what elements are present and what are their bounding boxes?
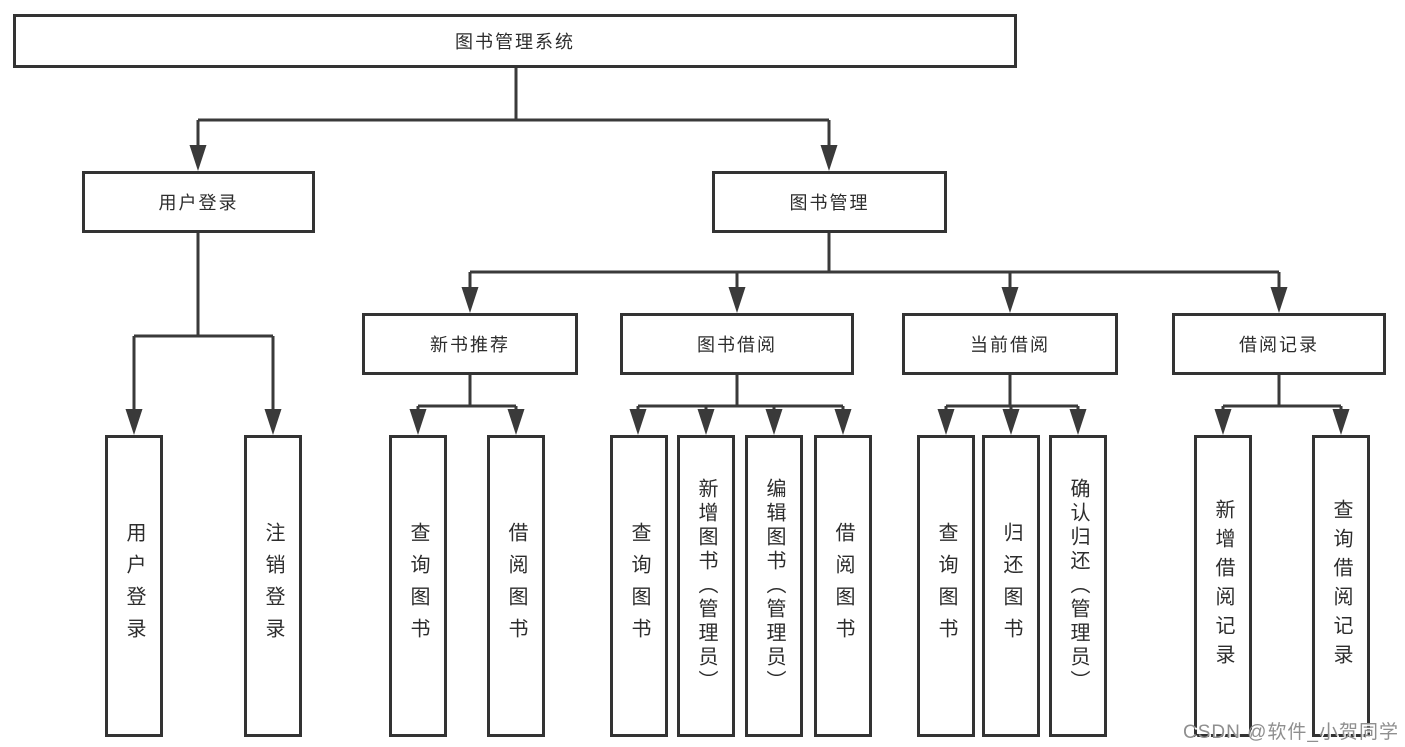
leaf-user-login: 用户登录 [105, 435, 163, 737]
leaf-add-book-admin: 新增图书（管理员） [677, 435, 735, 737]
arrowhead [507, 409, 525, 435]
node-label: 编辑图书（管理员） [763, 478, 785, 694]
node-label: 查询图书 [407, 522, 429, 650]
node-current-borrowing: 当前借阅 [902, 313, 1118, 375]
arrowhead [1002, 409, 1020, 435]
arrowhead [820, 145, 838, 171]
arrowhead [1069, 409, 1087, 435]
leaf-borrow-books: 借阅图书 [814, 435, 872, 737]
arrowhead [264, 409, 282, 435]
arrowhead [629, 409, 647, 435]
arrowhead [461, 287, 479, 313]
arrowhead [1001, 287, 1019, 313]
node-book-borrowing: 图书借阅 [620, 313, 854, 375]
node-label: 图书管理系统 [455, 32, 575, 52]
node-book-management: 图书管理 [712, 171, 947, 233]
node-borrowing-records: 借阅记录 [1172, 313, 1386, 375]
node-label: 图书借阅 [697, 335, 777, 355]
leaf-add-borrow-record: 新增借阅记录 [1194, 435, 1252, 737]
leaf-borrow-books-recommend: 借阅图书 [487, 435, 545, 737]
node-new-book-recommend: 新书推荐 [362, 313, 578, 375]
leaf-query-books-recommend: 查询图书 [389, 435, 447, 737]
node-label: 注销登录 [262, 522, 284, 650]
arrowhead [1214, 409, 1232, 435]
arrowhead [728, 287, 746, 313]
leaf-edit-book-admin: 编辑图书（管理员） [745, 435, 803, 737]
node-label: 图书管理 [789, 193, 870, 213]
arrowhead [765, 409, 783, 435]
node-label: 新增借阅记录 [1212, 499, 1234, 673]
leaf-query-books-borrowing: 查询图书 [610, 435, 668, 737]
leaf-query-books-current: 查询图书 [917, 435, 975, 737]
leaf-confirm-return-admin: 确认归还（管理员） [1049, 435, 1107, 737]
leaf-query-borrow-record: 查询借阅记录 [1312, 435, 1370, 737]
node-label: 查询图书 [628, 522, 650, 650]
node-label: 借阅图书 [832, 522, 854, 650]
node-user-login: 用户登录 [82, 171, 315, 233]
leaf-logout: 注销登录 [244, 435, 302, 737]
arrowhead [1270, 287, 1288, 313]
arrowhead [189, 145, 207, 171]
arrowhead [697, 409, 715, 435]
node-label: 借阅图书 [505, 522, 527, 650]
arrowhead [125, 409, 143, 435]
node-label: 用户登录 [123, 522, 145, 650]
node-label: 新增图书（管理员） [695, 478, 717, 694]
node-library-management-system: 图书管理系统 [13, 14, 1017, 68]
node-label: 查询借阅记录 [1330, 499, 1352, 673]
node-label: 当前借阅 [970, 335, 1050, 355]
node-label: 新书推荐 [430, 335, 510, 355]
node-label: 归还图书 [1000, 522, 1022, 650]
arrowhead [1332, 409, 1350, 435]
node-label: 确认归还（管理员） [1067, 478, 1089, 694]
arrowhead [937, 409, 955, 435]
leaf-return-book: 归还图书 [982, 435, 1040, 737]
csdn-watermark: CSDN @软件_小贺同学 [1183, 722, 1399, 743]
node-label: 借阅记录 [1239, 335, 1319, 355]
arrowhead [409, 409, 427, 435]
arrowhead [834, 409, 852, 435]
node-label: 用户登录 [158, 193, 239, 213]
node-label: 查询图书 [935, 522, 957, 650]
